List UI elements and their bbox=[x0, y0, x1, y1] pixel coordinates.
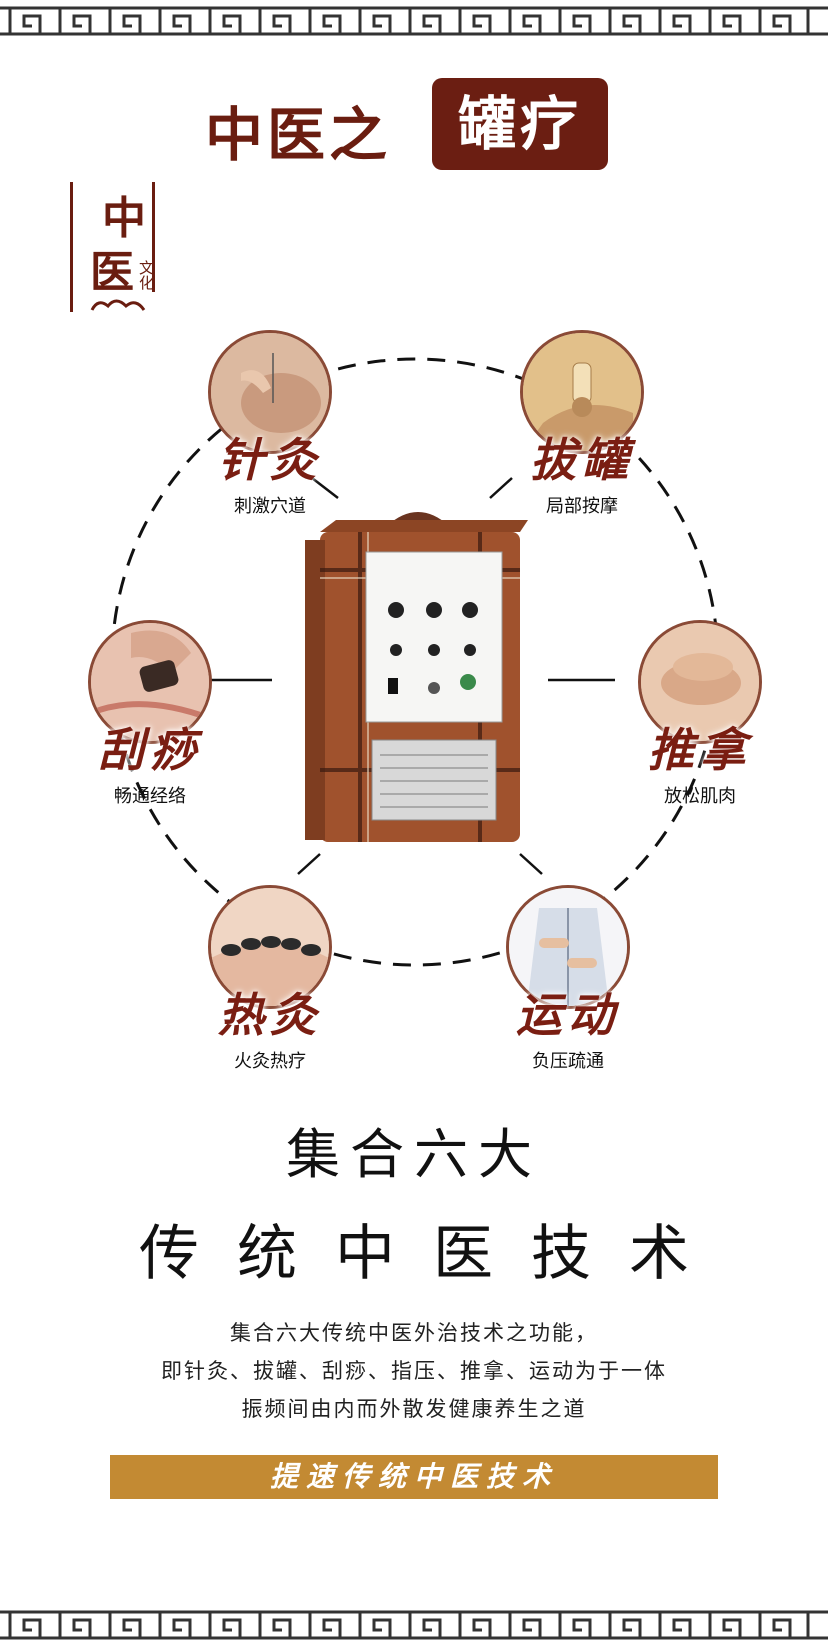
tai-chi-photo bbox=[506, 885, 630, 1009]
therapy-gua-sha: 刮痧 畅通经络 bbox=[50, 620, 250, 808]
logo-char-yi: 医 bbox=[90, 247, 134, 298]
therapy-desc: 负压疏通 bbox=[532, 1051, 604, 1072]
cupping-photo bbox=[520, 330, 644, 454]
therapy-cupping: 拔罐 局部按摩 bbox=[482, 330, 682, 518]
top-lattice-border bbox=[0, 0, 828, 42]
headline-line1: 集合六大 bbox=[286, 1123, 542, 1186]
therapy-exercise: 运动 负压疏通 bbox=[468, 885, 668, 1073]
description-line: 振频间由内而外散发健康养生之道 bbox=[241, 1397, 587, 1421]
therapy-device-image bbox=[305, 512, 528, 842]
therapy-name: 运动 bbox=[516, 988, 620, 1042]
slogan-banner: 提速传统中医技术 bbox=[110, 1455, 718, 1499]
hot-stone-photo bbox=[208, 885, 332, 1009]
bottom-lattice-border bbox=[0, 1604, 828, 1646]
description-line: 即针灸、拔罐、刮痧、指压、推拿、运动为于一体 bbox=[161, 1359, 667, 1383]
therapy-name: 热灸 bbox=[218, 988, 322, 1042]
therapy-desc: 放松肌肉 bbox=[664, 786, 736, 807]
massage-photo bbox=[638, 620, 762, 744]
acupuncture-photo bbox=[208, 330, 332, 454]
therapy-hot-stone: 热灸 火灸热疗 bbox=[170, 885, 370, 1073]
tcm-culture-logo: 中 医 文化 bbox=[70, 182, 160, 320]
logo-subtitle: 文化 bbox=[137, 260, 155, 290]
page-title: 中医之 罐疗 bbox=[0, 78, 828, 170]
headline-line2: 传统中医技术 bbox=[139, 1219, 727, 1289]
therapy-name: 拔罐 bbox=[530, 433, 634, 487]
therapy-desc: 刺激穴道 bbox=[234, 496, 306, 517]
therapy-desc: 局部按摩 bbox=[546, 496, 618, 517]
therapy-acupuncture: 针灸 刺激穴道 bbox=[170, 330, 370, 518]
description-line: 集合六大传统中医外治技术之功能， bbox=[230, 1321, 598, 1345]
logo-char-zhong: 中 bbox=[102, 193, 146, 244]
therapy-name: 推拿 bbox=[648, 723, 752, 777]
therapy-desc: 火灸热疗 bbox=[234, 1051, 306, 1072]
therapy-name: 刮痧 bbox=[98, 723, 202, 777]
therapy-desc: 畅通经络 bbox=[114, 786, 186, 807]
logo-frame-line bbox=[70, 182, 73, 312]
title-text: 中医之 bbox=[205, 101, 392, 169]
cloud-icon bbox=[90, 299, 146, 311]
therapy-name: 针灸 bbox=[218, 433, 322, 487]
title-highlight-box: 罐疗 bbox=[432, 78, 608, 170]
therapy-massage: 推拿 放松肌肉 bbox=[600, 620, 800, 808]
logo-frame-line bbox=[152, 182, 155, 292]
gua-sha-photo bbox=[88, 620, 212, 744]
